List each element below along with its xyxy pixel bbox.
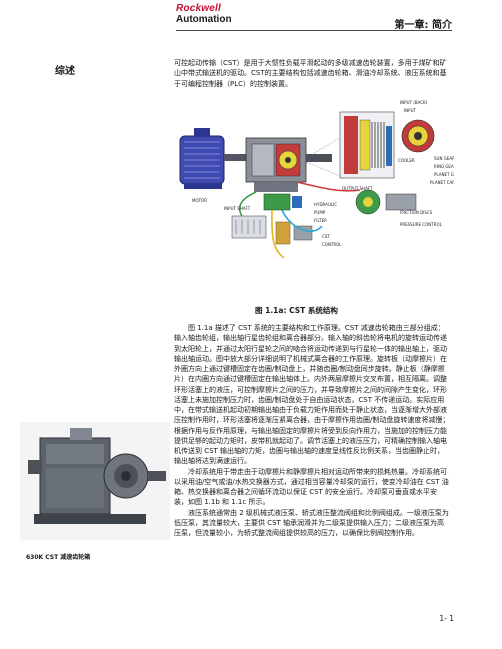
diagram-labels: INPUT (BACK) INPUT COOLER SUN GEAR RING GEAR… xyxy=(192,100,454,247)
hose-lines xyxy=(238,181,361,259)
body-paragraph-2: 冷却系统用于带走由于动摩擦片和静摩擦片相对运动所带来的损耗热量。冷却系统可以采用… xyxy=(174,467,449,507)
header-divider xyxy=(176,30,452,31)
intro-paragraph: 可控起动传输（CST）是用于大惯性负载平滑起动的多级减速齿轮装置，多用于煤矿和矿… xyxy=(174,59,447,88)
diagram-label: COOLER xyxy=(398,158,415,163)
diagram-label: PLANET GEAR xyxy=(434,172,454,177)
diagram-label: FRICTION DISCS xyxy=(400,210,433,215)
diagram-label: PUMP xyxy=(314,210,326,215)
cst-system-diagram: INPUT (BACK) INPUT COOLER SUN GEAR RING GEAR… xyxy=(179,100,454,259)
diagram-label: INPUT SHAFT xyxy=(224,206,251,211)
diagram-label: FILTER xyxy=(314,218,327,223)
figure-1-caption: 图 1.1a: CST 系统结构 xyxy=(255,306,338,315)
body-paragraph-1: 图 1.1a 描述了 CST 系统的主要结构和工作原理。CST 减速齿轮箱由三部… xyxy=(174,324,450,466)
figure-2-caption: 630K CST 减速齿轮箱 xyxy=(26,554,91,561)
gearbox-drawing xyxy=(245,137,332,192)
diagram-label: PLANET CARRIER xyxy=(430,180,454,185)
planetary-gear-drawing xyxy=(355,119,435,215)
body-paragraph-3: 液压系统通常由 2 级机械式液压泵、轿式液压整流阀组和比例阀组成。一级液压泵为低… xyxy=(174,508,449,538)
chapter-title: 第一章: 简介 xyxy=(394,20,452,31)
diagram-label: PRESSURE CONTROL xyxy=(400,222,443,227)
rockwell-automation-logo: Rockwell Automation xyxy=(176,3,232,26)
clutch-detail-drawing xyxy=(305,111,395,179)
logo-line-1: Rockwell xyxy=(176,3,221,14)
diagram-label: OUTPUT SHAFT xyxy=(342,186,373,191)
diagram-label: SUN GEAR xyxy=(434,156,454,161)
diagram-label: CST xyxy=(322,234,330,239)
diagram-label: CONTROL xyxy=(322,242,342,247)
diagram-label: MOTOR xyxy=(192,198,207,203)
page-number: 1- 1 xyxy=(439,614,454,623)
diagram-label: RING GEAR xyxy=(434,164,454,169)
body-text: 图 1.1a 描述了 CST 系统的主要结构和工作原理。CST 减速齿轮箱由三部… xyxy=(174,323,450,538)
hydraulic-pump-drawing xyxy=(231,193,313,245)
diagram-label: HYDRAULIC xyxy=(314,202,337,207)
diagram-label: INPUT (BACK) xyxy=(400,100,428,105)
motor-drawing xyxy=(179,128,246,189)
logo-line-2: Automation xyxy=(176,14,232,25)
gearbox-photo xyxy=(20,422,170,540)
diagram-label: INPUT xyxy=(404,108,417,113)
section-title: 综述 xyxy=(55,66,75,77)
